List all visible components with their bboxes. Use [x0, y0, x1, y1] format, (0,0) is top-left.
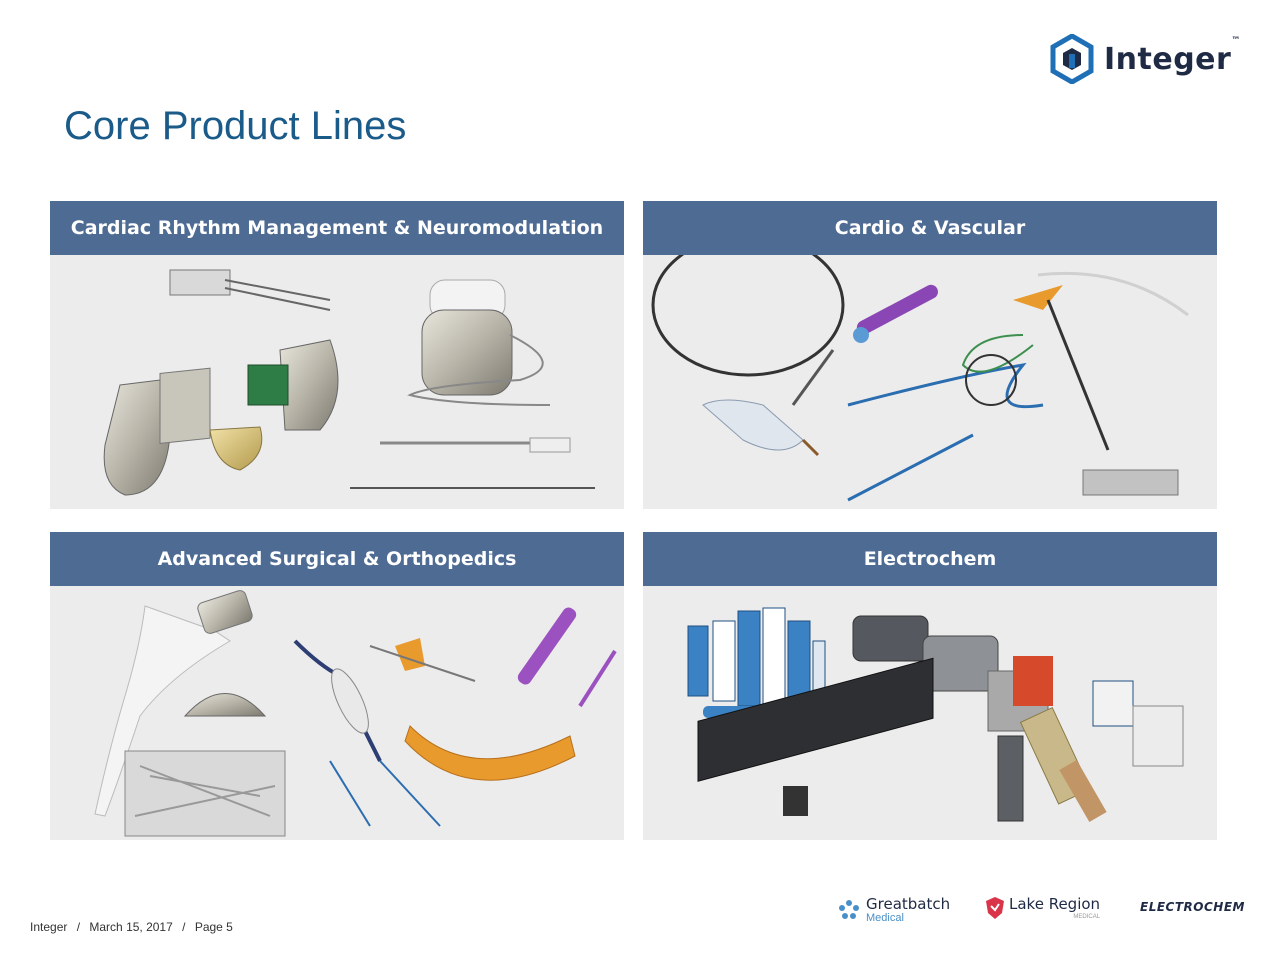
surgical-devices-illustration — [94, 590, 617, 837]
integer-logo: Integer™ — [1050, 34, 1241, 84]
lake-region-shield-icon — [986, 896, 1004, 919]
footer: Integer / March 15, 2017 / Page 5 — [30, 920, 239, 934]
footer-separator: / — [76, 920, 81, 934]
electrochem-logo: ELECTROCHEM — [1140, 900, 1245, 914]
panel-title: Cardiac Rhythm Management & Neuromodulat… — [50, 201, 624, 255]
panel-title: Electrochem — [643, 532, 1217, 586]
panel-electrochem: Electrochem — [643, 532, 1217, 840]
panel-cardio-vascular: Cardio & Vascular — [643, 201, 1217, 509]
battery-products-illustration — [687, 607, 1184, 822]
panel-title: Cardio & Vascular — [643, 201, 1217, 255]
catheter-devices-illustration — [651, 255, 1189, 502]
integer-hexagon-icon — [1050, 34, 1094, 84]
lake-region-logo: Lake Region MEDICAL — [985, 895, 1100, 920]
panel-title: Advanced Surgical & Orthopedics — [50, 532, 624, 586]
page-title: Core Product Lines — [64, 104, 407, 148]
panel-advanced-surgical: Advanced Surgical & Orthopedics — [50, 532, 624, 840]
logo-text: Integer™ — [1104, 35, 1241, 77]
footer-company: Integer — [30, 920, 68, 934]
footer-date: March 15, 2017 — [89, 920, 173, 934]
footer-separator: / — [182, 920, 186, 934]
pacemaker-components-illustration — [103, 269, 595, 496]
panel-cardiac-rhythm: Cardiac Rhythm Management & Neuromodulat… — [50, 201, 624, 509]
footer-page: Page 5 — [194, 920, 233, 934]
greatbatch-logo: Greatbatch Medical — [838, 895, 950, 924]
greatbatch-dots-icon — [839, 899, 859, 919]
